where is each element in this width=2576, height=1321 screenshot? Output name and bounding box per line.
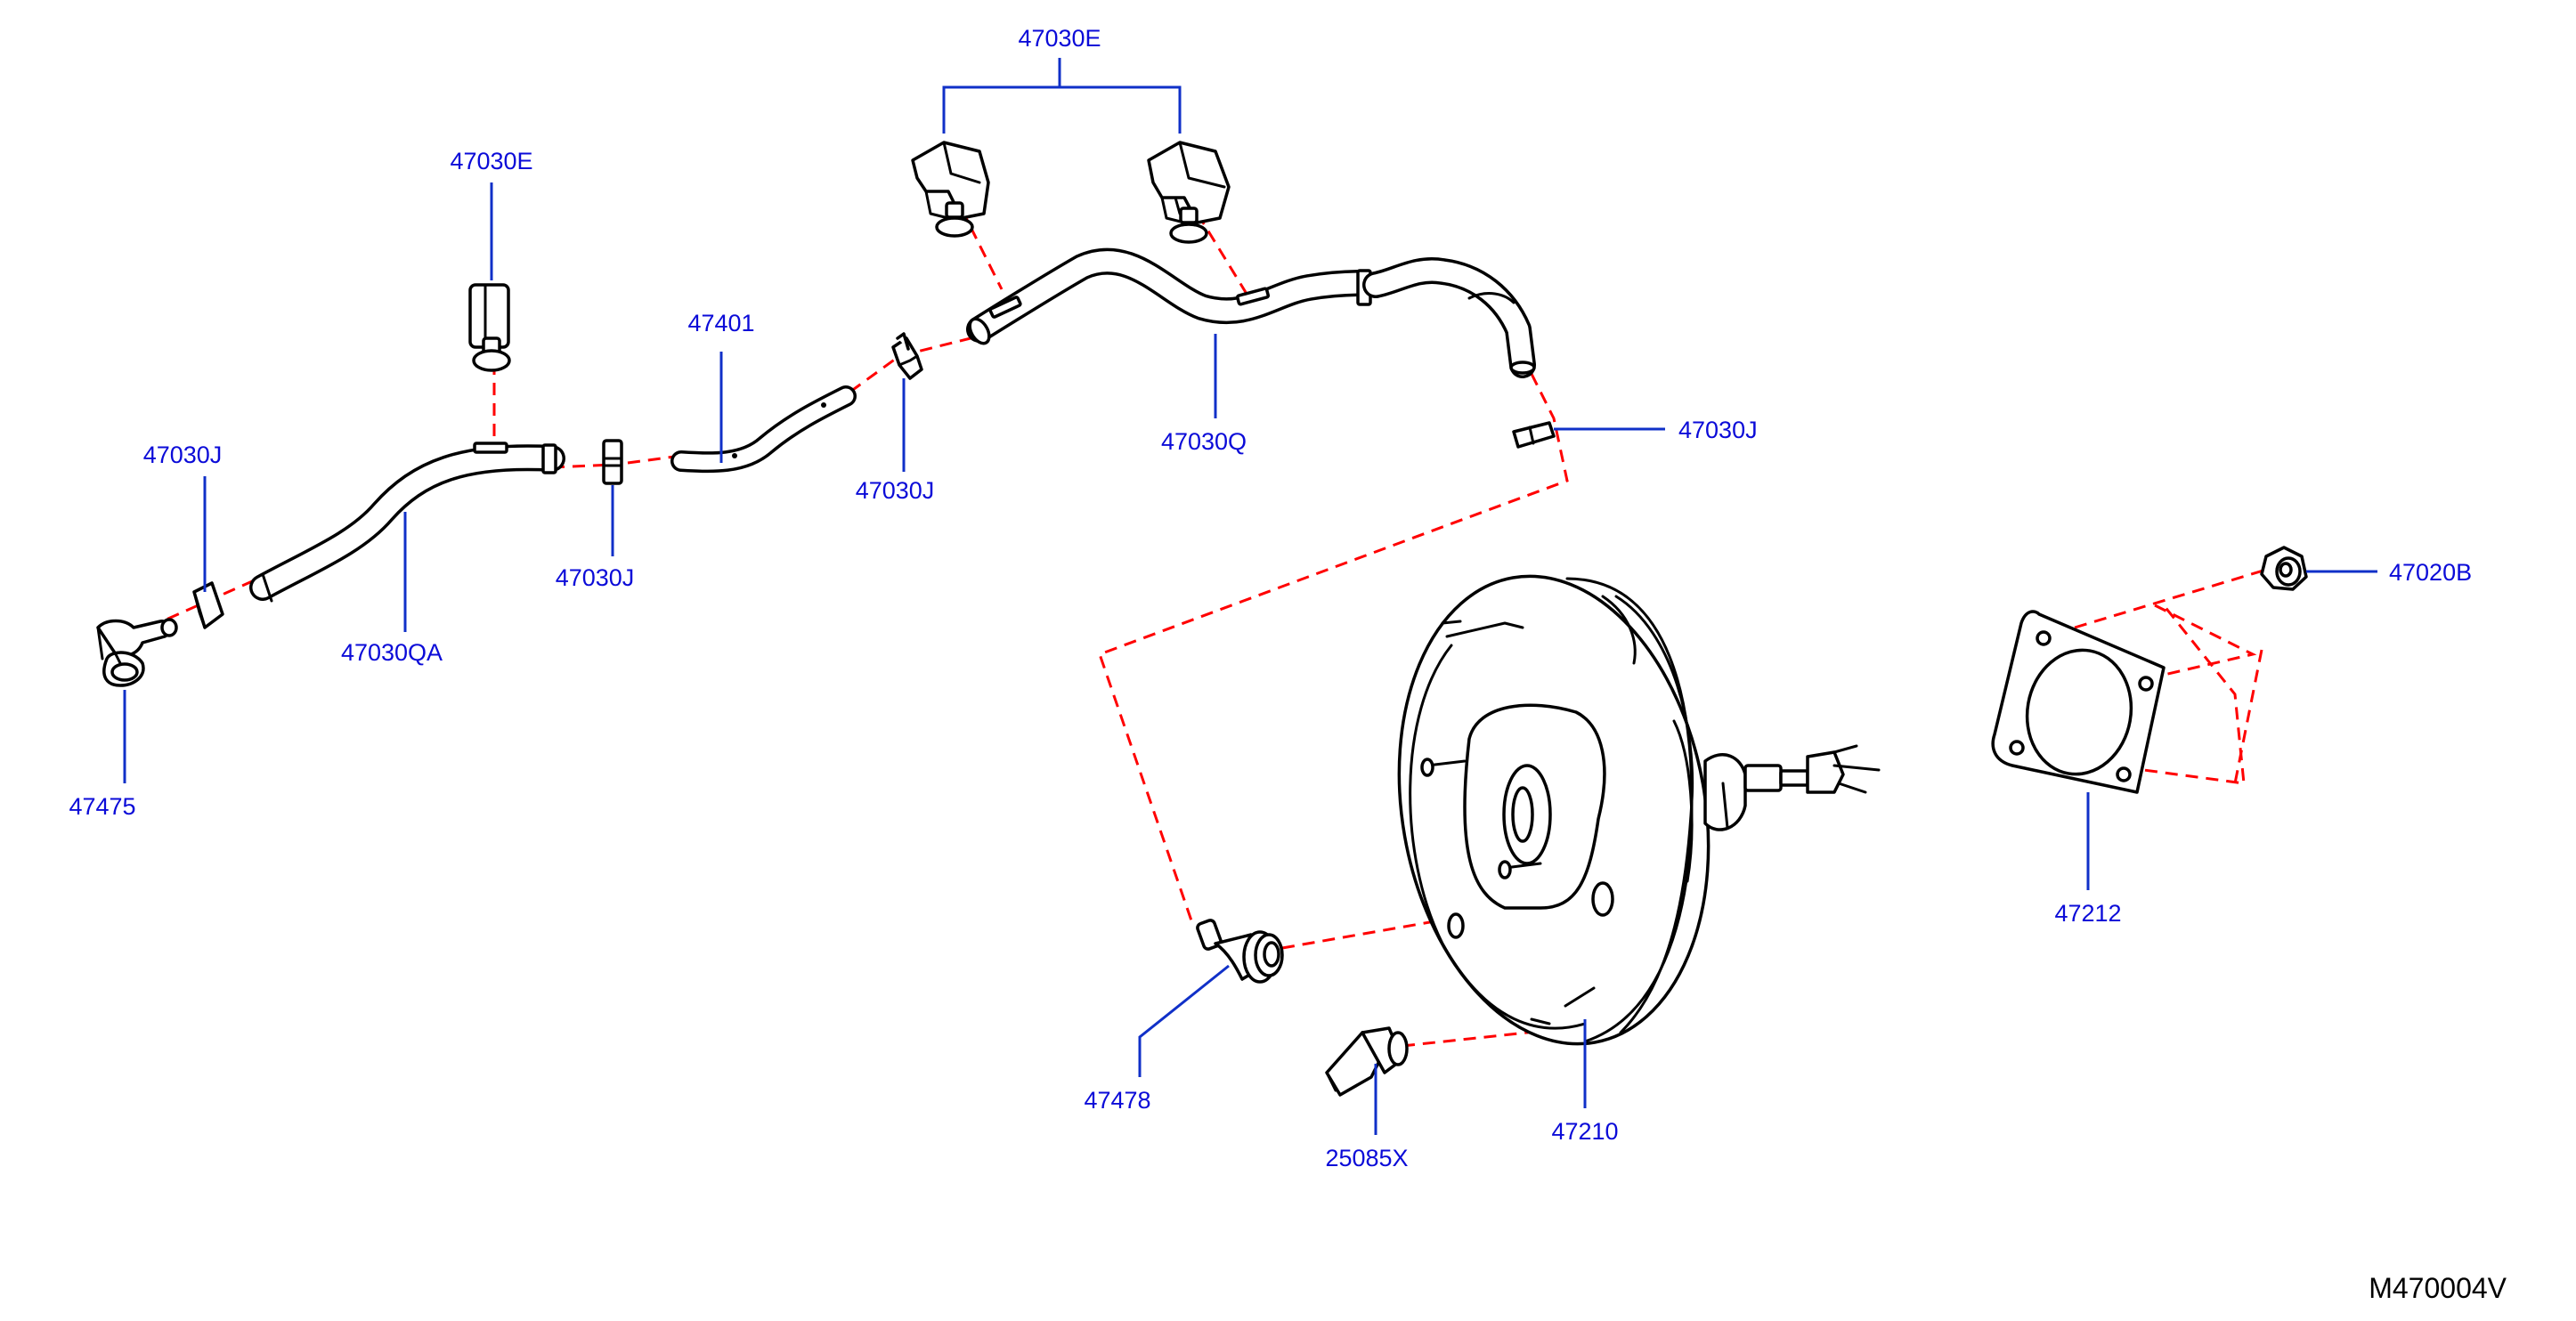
vacuum-sensor-25085X (1325, 1026, 1409, 1097)
label-47401: 47401 (687, 310, 754, 336)
label-47030E-top-pair: 47030E (1018, 25, 1101, 52)
label-47475: 47475 (69, 793, 135, 820)
label-47030Q: 47030Q (1161, 428, 1247, 455)
elbow-connector-47478 (1196, 919, 1284, 984)
hose-47030Q (966, 247, 1536, 378)
clamp-47030J-right (1512, 421, 1556, 449)
gasket-47212 (1991, 610, 2166, 794)
clip-47030E-left (468, 283, 511, 372)
clip-47030E-top-right (1147, 141, 1231, 244)
clamp-47030J-center (891, 332, 923, 380)
check-valve-47475 (96, 618, 178, 687)
leader-lines (123, 58, 2377, 1135)
nut-47020B (2260, 546, 2308, 591)
label-47020B: 47020B (2389, 559, 2472, 586)
label-47212: 47212 (2054, 900, 2121, 927)
clamp-47030J-far-left (192, 581, 224, 629)
brake-booster-47210 (1397, 574, 1881, 1046)
hose-47030QA (249, 442, 565, 603)
diagram-code: M470004V (2369, 1272, 2507, 1304)
label-47030QA: 47030QA (341, 639, 443, 666)
assembly-guide-lines (114, 208, 2267, 1048)
label-25085X: 25085X (1325, 1145, 1408, 1171)
label-47030J-center: 47030J (856, 477, 935, 504)
clip-47030E-top-left (911, 141, 990, 238)
label-47030J-far-left: 47030J (143, 442, 223, 468)
label-47030J-right: 47030J (1678, 417, 1758, 443)
label-47210: 47210 (1551, 1118, 1618, 1145)
tube-47401 (670, 385, 857, 474)
label-47478: 47478 (1084, 1087, 1150, 1114)
clamp-47030J-middle (602, 439, 623, 485)
label-47030J-middle: 47030J (556, 564, 635, 591)
label-47030E-left: 47030E (450, 148, 532, 174)
